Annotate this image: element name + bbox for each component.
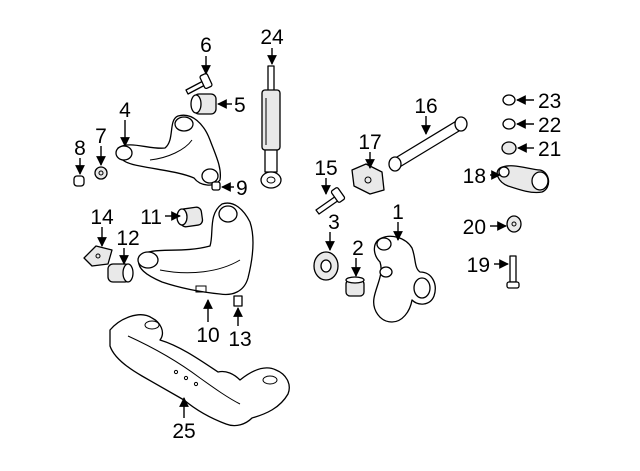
washer-20 — [506, 215, 522, 233]
bolt-part-19 — [506, 255, 520, 289]
callout-12: 12 — [116, 227, 139, 250]
link-part — [496, 165, 550, 194]
callout-22: 22 — [538, 114, 561, 137]
callout-labels: 24 6 5 4 7 8 9 11 14 12 10 13 25 15 16 1… — [74, 26, 561, 443]
callout-16: 16 — [414, 95, 437, 118]
shock-absorber — [260, 65, 282, 189]
callout-3: 3 — [328, 211, 340, 234]
callout-19: 19 — [467, 254, 490, 277]
callout-5: 5 — [234, 94, 246, 117]
callout-15: 15 — [314, 157, 337, 180]
knuckle-bushing — [345, 276, 365, 297]
callout-13: 13 — [228, 328, 251, 351]
callout-1: 1 — [392, 201, 404, 224]
lower-control-arm — [137, 202, 254, 296]
callout-11: 11 — [140, 206, 162, 229]
upper-arm-bushing — [190, 93, 217, 115]
callout-7: 7 — [95, 125, 107, 148]
callout-24: 24 — [260, 26, 284, 49]
nut-23 — [502, 94, 516, 106]
nut-part — [73, 175, 85, 187]
lower-arm-bushing — [176, 206, 204, 228]
callout-6: 6 — [200, 34, 212, 57]
bolt-part-15 — [315, 187, 346, 215]
callout-4: 4 — [119, 99, 131, 122]
callout-25: 25 — [172, 420, 195, 443]
nut-22 — [502, 118, 516, 130]
washer-part — [94, 166, 108, 180]
callout-20: 20 — [463, 216, 486, 239]
tension-rod — [388, 116, 468, 172]
crossmember — [109, 314, 290, 427]
callout-21: 21 — [538, 138, 561, 161]
bracket-part — [83, 245, 113, 267]
callout-23: 23 — [538, 90, 561, 113]
tension-rod-bracket — [351, 163, 385, 195]
callout-14: 14 — [90, 206, 114, 229]
callout-17: 17 — [358, 131, 381, 154]
upper-control-arm — [115, 114, 222, 186]
upper-arm-bolt — [185, 72, 213, 95]
callout-2: 2 — [352, 237, 364, 260]
callout-10: 10 — [196, 324, 219, 347]
callout-8: 8 — [74, 137, 86, 160]
leader-lines — [75, 48, 534, 418]
washer-21 — [501, 141, 517, 155]
callout-9: 9 — [236, 177, 248, 200]
steering-knuckle — [373, 235, 436, 323]
seal-part — [313, 251, 339, 281]
callout-18: 18 — [463, 165, 486, 188]
lower-bushing — [107, 263, 134, 283]
